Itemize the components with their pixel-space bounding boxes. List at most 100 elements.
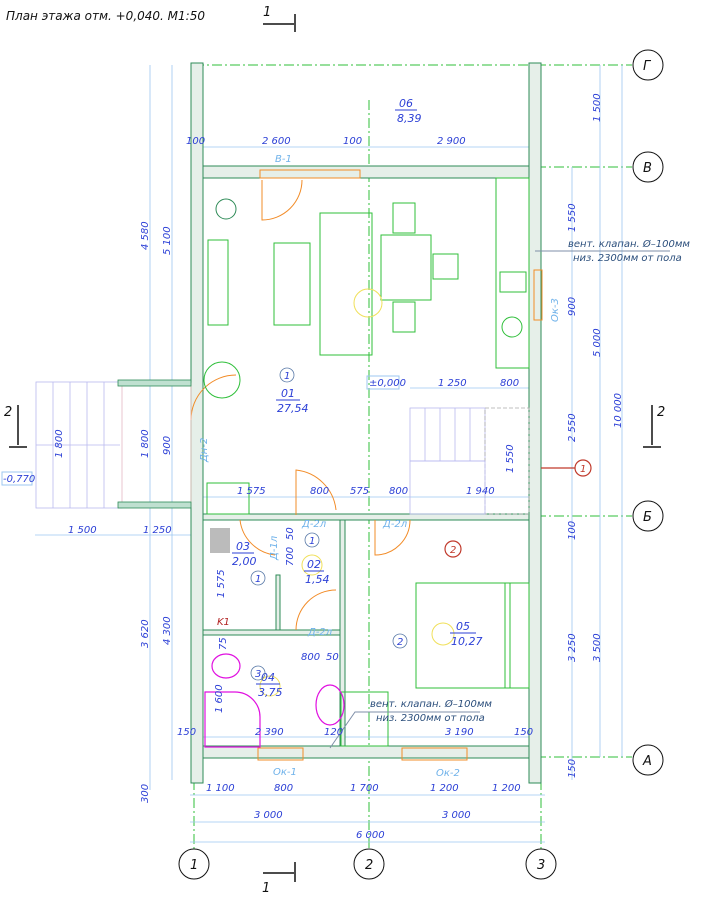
door-d1l [239,519,276,556]
tv-stand [207,239,229,326]
dim-label: 300 [140,784,151,803]
room-02-area: 1,54 [305,573,330,586]
coffee-table [273,242,311,326]
dim-label: 150 [567,759,578,778]
vent-note-2: низ. 2300мм от пола [573,253,682,264]
chair [432,253,459,280]
window-ok1-label: Ок-1 [273,767,297,778]
plumbing [204,653,345,748]
section-1-bottom: 1 [262,881,270,896]
dim-label: 150 [514,727,533,738]
kitchen-counter [495,177,530,369]
vent-note-1: вент. клапан. Ø–100мм [568,238,690,250]
dim-label: 4 300 [162,616,173,645]
dim-label: 800 [500,378,519,389]
window-ok2-label: Ок-2 [436,768,460,779]
room-03-number: 03 [236,540,250,553]
k1-label: K1 [217,617,230,628]
axis-b: Б [643,510,652,525]
axis-1: 1 [190,858,198,873]
drawing-title: План этажа отм. +0,040. М1:50 [6,9,205,23]
vent-note-2: низ. 2300мм от пола [376,713,485,724]
dim-label: 1 250 [438,378,467,389]
level-box [366,375,400,390]
dim-label: 1 500 [592,93,603,122]
room-01-area: 27,54 [277,402,309,415]
room-mark: 1 [284,371,290,382]
shower-icon [204,691,261,748]
room-04-area: 3,75 [258,686,283,699]
room-03-area: 2,00 [232,555,257,568]
dim-label: 4 580 [140,221,151,250]
dim-label: 150 [177,727,196,738]
window-ok1 [257,747,304,761]
axis-markers [178,49,664,880]
room-05-number: 05 [456,620,470,633]
dining-table [380,234,432,301]
dim-label: 1 800 [54,429,65,458]
room-mark-circles [250,367,408,681]
dim-label: 100 [186,136,205,147]
level-box [1,471,33,486]
dim-label: 2 900 [437,136,466,147]
dim-label: 575 [350,486,369,497]
dim-label: 120 [324,727,343,738]
dim-label: 6 000 [356,830,385,841]
dim-label: 1 200 [430,783,459,794]
room-mark: 3 [255,669,261,680]
plant-icon [215,198,237,220]
bed [415,582,511,689]
section-1-top: 1 [263,5,271,20]
window-v1-label: В-1 [275,154,292,165]
red-mark: 1 [580,464,586,475]
door-d2l-label: Д-2л [307,627,333,638]
room-mark: 1 [309,536,315,547]
room-01-number: 01 [281,387,295,400]
vent-note-1: вент. клапан. Ø–100мм [370,698,492,710]
fireplace-icon [203,361,241,399]
room-labels [232,109,476,685]
window-v1 [259,169,361,179]
level-zero: ±0,000 [369,378,406,389]
dim-label: 1 940 [466,486,495,497]
axis-2: 2 [365,858,373,873]
door-dn2-label: Дн-2 [199,438,210,463]
light-fixtures [259,288,455,697]
bench [206,482,250,515]
door-d2l-label: Д-2л [301,519,327,530]
dim-label: 100 [343,136,362,147]
dim-label: 3 500 [592,633,603,662]
walls [190,62,542,784]
dim-label: 800 [301,652,320,663]
dim-label: 2 600 [262,136,291,147]
porch-stairs [35,379,192,509]
door-dn2 [190,374,237,421]
section-2-left: 2 [4,405,12,420]
sofa [319,212,373,356]
dim-label: 2 390 [255,727,284,738]
section-mark-arrows [9,14,661,882]
sink-icon [501,316,523,338]
room-mark: 1 [255,574,261,585]
dim-label: 1 550 [505,444,516,473]
openings [190,169,543,761]
room-mark: 2 [397,637,403,648]
door-d2l-a [295,469,337,515]
dim-label: 5 000 [592,328,603,357]
boiler [210,528,230,553]
door-swing [261,179,303,221]
door-d2l-c [295,589,337,631]
dim-label: 100 [567,521,578,540]
dim-label: 3 000 [442,810,471,821]
furniture [203,177,530,747]
section-2-right: 2 [657,405,665,420]
dim-label: 50 [326,652,339,663]
dim-label: 800 [389,486,408,497]
dim-label: 900 [567,297,578,316]
window-ok3 [533,269,543,321]
leader-line [329,711,480,749]
red-mark: 2 [450,545,456,556]
dim-label: 800 [274,783,293,794]
room-02-number: 02 [307,558,321,571]
